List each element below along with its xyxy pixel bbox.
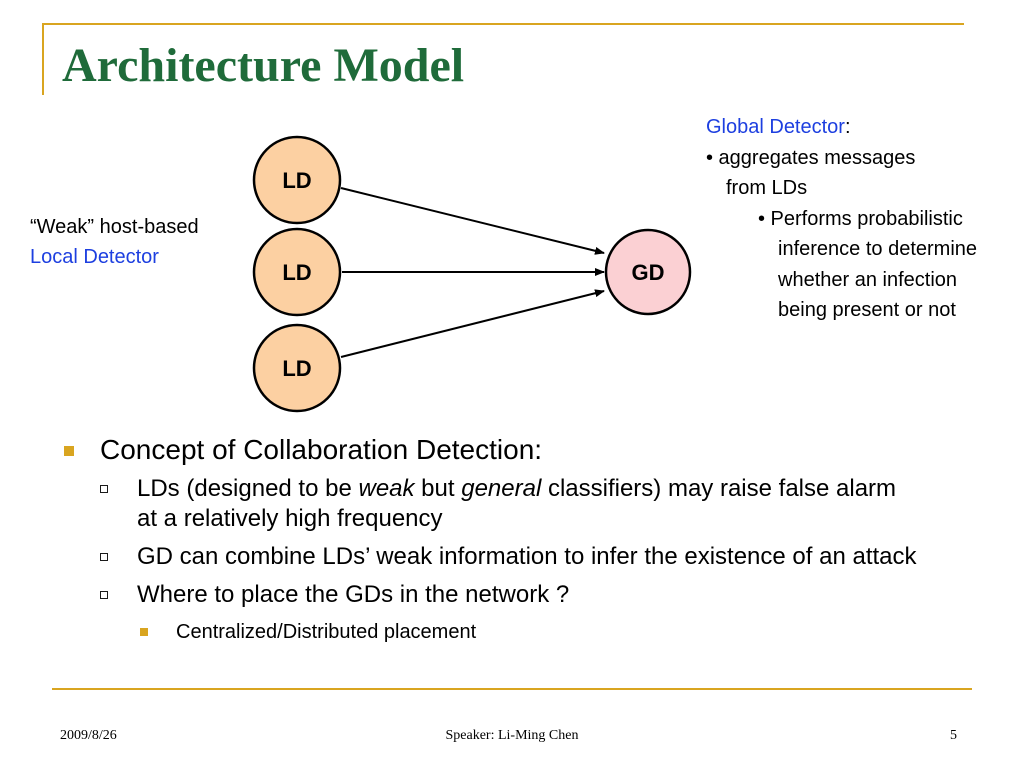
bullet-sub-3-child-text: Centralized/Distributed placement xyxy=(176,621,477,643)
hollow-square-bullet-icon xyxy=(100,485,108,493)
gd-note-line3: • Performs probabilistic xyxy=(758,207,963,230)
left-rule xyxy=(42,23,44,95)
hollow-square-bullet-icon xyxy=(100,553,108,561)
square-bullet-icon xyxy=(64,446,74,456)
gd-note-line2: from LDs xyxy=(726,177,808,199)
ld-node-3-label: LD xyxy=(282,356,311,381)
gd-node-label: GD xyxy=(632,260,665,285)
gd-note-line6: being present or not xyxy=(778,299,956,321)
gd-node xyxy=(604,228,692,316)
bullet-sub-1: LDs (designed to be weak but general cla… xyxy=(60,474,917,534)
footer-speaker: Speaker: Li-Ming Chen xyxy=(445,728,579,743)
local-detector-line1: “Weak” host-based xyxy=(30,216,199,238)
bullet-sub-2-text: GD can combine LDs’ weak information to … xyxy=(137,543,917,570)
global-detector-colon: : xyxy=(844,116,851,138)
hollow-square-bullet-icon xyxy=(100,591,108,599)
global-detector-heading: Global Detector: xyxy=(706,112,977,143)
ld-node-2-label: LD xyxy=(282,260,311,285)
bullet-sub-3-text: Where to place the GDs in the network ? xyxy=(137,581,570,608)
bullet-sub-1-part1: LDs (designed to be xyxy=(137,475,359,502)
bullet-main-text: Concept of Collaboration Detection: xyxy=(100,434,543,465)
gd-note-line1: • aggregates messages xyxy=(706,146,916,169)
arrow-ld1-to-gd xyxy=(340,187,605,255)
global-detector-title: Global Detector xyxy=(706,116,845,138)
gd-note-line5: whether an infection xyxy=(778,268,958,291)
bullet-main: Concept of Collaboration Detection: xyxy=(60,432,970,468)
global-detector-notes: Global Detector: • aggregates messages f… xyxy=(706,112,977,326)
slide-title: Architecture Model xyxy=(62,39,465,92)
bottom-rule xyxy=(52,688,972,690)
ld-node-1-label: LD xyxy=(282,168,311,193)
bullet-sub-1-part3: classifiers) may raise false alarm at a … xyxy=(137,475,897,532)
ld-node-1 xyxy=(252,135,342,225)
footer-date: 2009/8/26 xyxy=(60,728,117,743)
footer-page-number: 5 xyxy=(950,728,957,743)
arrow-ld3-to-gd xyxy=(340,289,605,358)
local-detector-label: “Weak” host-based Local Detector xyxy=(30,212,199,272)
bullet-sub-1-part2: but xyxy=(414,475,462,502)
top-rule xyxy=(44,23,964,25)
local-detector-line2: Local Detector xyxy=(30,246,159,268)
bullet-list: Concept of Collaboration Detection: LDs … xyxy=(60,432,970,646)
ld-node-2 xyxy=(252,227,342,317)
bullet-sub-3: Where to place the GDs in the network ? xyxy=(60,580,917,610)
bullet-sub-1-general: general xyxy=(461,475,542,502)
square-bullet-icon xyxy=(140,628,148,636)
gd-note-line4: inference to determine xyxy=(778,238,978,260)
ld-node-3 xyxy=(252,323,342,413)
bullet-sub-3-child: Centralized/Distributed placement xyxy=(60,618,970,646)
bullet-sub-2: GD can combine LDs’ weak information to … xyxy=(60,542,917,572)
bullet-sub-1-weak: weak xyxy=(358,475,415,502)
